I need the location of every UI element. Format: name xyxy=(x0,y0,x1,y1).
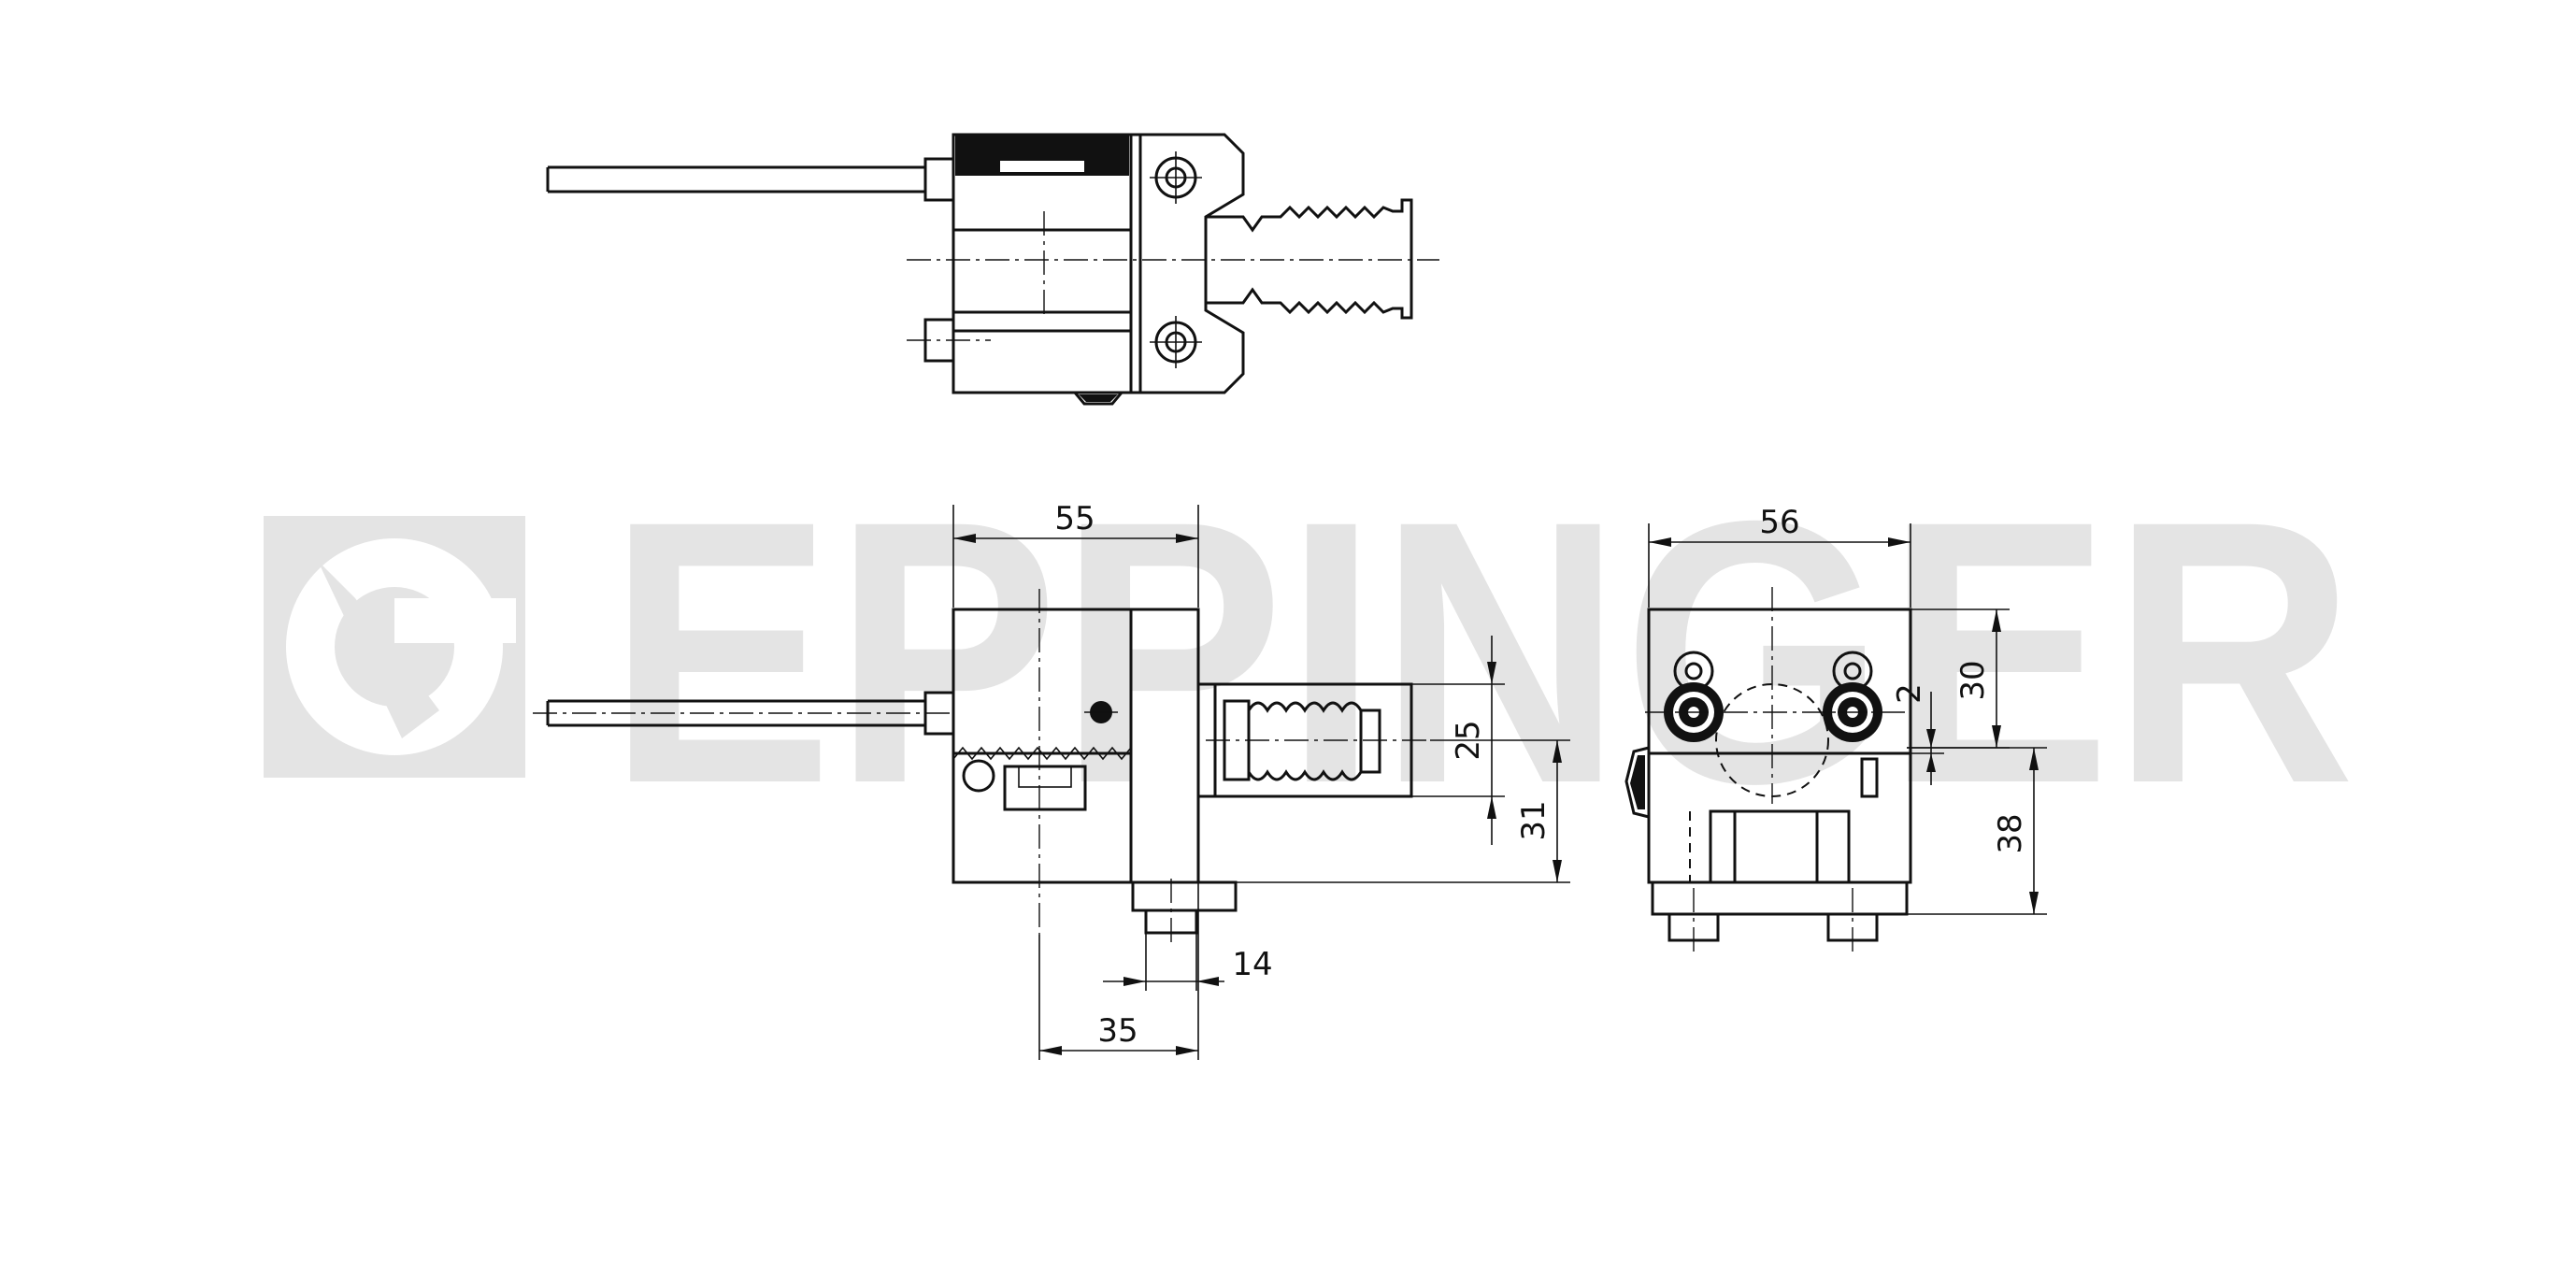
dimension-35: 35 xyxy=(1038,882,1199,1060)
dimension-56: 56 xyxy=(1648,504,1911,608)
dimension-2: 2 xyxy=(1891,683,1944,785)
top-view xyxy=(546,133,1439,406)
front-view: 55 14 35 25 xyxy=(533,500,1570,1060)
top-view-screw-upper xyxy=(1150,151,1202,204)
eppinger-logo-mark xyxy=(264,516,525,778)
dimension-14: 14 xyxy=(1103,933,1273,991)
side-view: 56 30 2 38 xyxy=(1624,504,2047,957)
dimension-31-label: 31 xyxy=(1515,800,1553,840)
front-view-rod xyxy=(533,691,955,736)
dimension-31: 31 xyxy=(1198,739,1570,883)
dimension-30: 30 xyxy=(1907,608,2010,749)
watermark-brand-text: EPPINGER xyxy=(608,443,2355,861)
dimension-55: 55 xyxy=(952,500,1199,608)
dimension-56-label: 56 xyxy=(1759,504,1799,541)
eppinger-watermark: EPPINGER xyxy=(264,443,2355,861)
dimension-14-label: 14 xyxy=(1232,946,1272,983)
dimension-38: 38 xyxy=(1907,747,2047,915)
top-view-screw-lower xyxy=(1150,316,1202,368)
dimension-30-label: 30 xyxy=(1954,660,1992,700)
dimension-38-label: 38 xyxy=(1992,813,2029,853)
dimension-35-label: 35 xyxy=(1097,1012,1138,1050)
dimension-55-label: 55 xyxy=(1054,500,1095,537)
dimension-2-label: 2 xyxy=(1891,683,1928,704)
top-view-rod xyxy=(546,157,955,202)
